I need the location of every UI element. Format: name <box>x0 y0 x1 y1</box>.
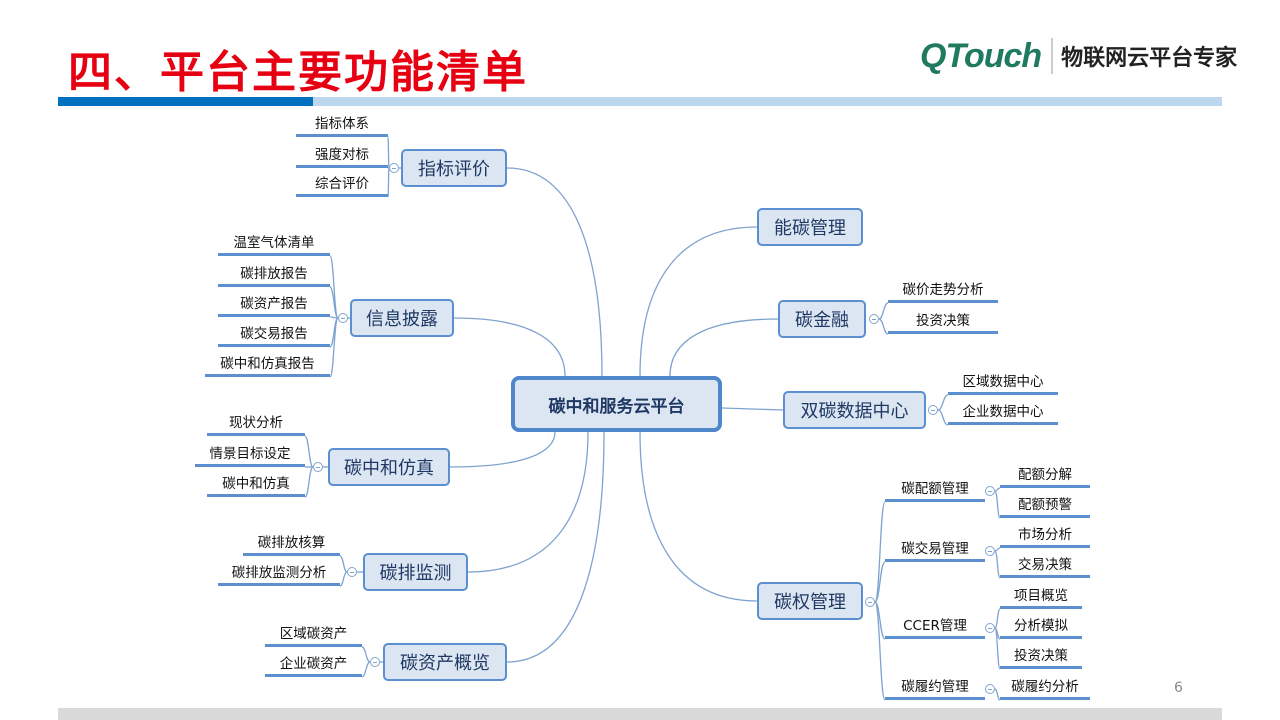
leaf-node[interactable]: 分析模拟 <box>1000 617 1082 639</box>
leaf-node[interactable]: 企业碳资产 <box>265 655 362 677</box>
leaf-node[interactable]: 碳排放报告 <box>218 265 330 287</box>
branch-node[interactable]: 指标评价 <box>401 149 507 187</box>
leaf-node[interactable]: 碳排放监测分析 <box>218 564 340 586</box>
leaf-node[interactable]: 碳履约管理 <box>885 678 985 700</box>
leaf-node[interactable]: 碳价走势分析 <box>888 281 998 303</box>
leaf-connector <box>878 318 889 335</box>
branch-connector <box>721 407 784 411</box>
leaf-connector <box>387 167 390 198</box>
leaf-connector <box>994 550 1001 579</box>
leaf-connector <box>994 608 1001 629</box>
leaf-connector <box>304 435 314 468</box>
leaf-connector <box>937 409 949 426</box>
leaf-connector <box>937 394 949 411</box>
logo-divider <box>1051 38 1054 74</box>
branch-connector <box>669 318 779 377</box>
header-divider-bar <box>313 97 1222 106</box>
leaf-node[interactable]: 区域碳资产 <box>265 625 362 647</box>
branch-node[interactable]: 碳中和仿真 <box>328 448 450 486</box>
leaf-connector <box>994 547 1001 552</box>
leaf-node[interactable]: 现状分析 <box>207 414 305 436</box>
leaf-connector <box>329 255 339 319</box>
branch-connector <box>506 167 603 377</box>
leaf-connector <box>994 487 1001 492</box>
collapse-toggle-icon[interactable] <box>338 313 348 323</box>
branch-connector <box>639 226 758 377</box>
leaf-connector <box>387 136 390 169</box>
footer-bar <box>58 708 1222 720</box>
leaf-connector <box>361 661 371 678</box>
company-logo: QTouch 物联网云平台专家 <box>920 36 1237 76</box>
leaf-node[interactable]: 强度对标 <box>296 146 388 168</box>
collapse-toggle-icon[interactable] <box>865 597 875 607</box>
leaf-node[interactable]: 情景目标设定 <box>195 445 305 467</box>
branch-connector <box>449 431 556 468</box>
leaf-node[interactable]: 区域数据中心 <box>948 373 1058 395</box>
leaf-connector <box>304 466 314 498</box>
leaf-connector <box>339 555 348 573</box>
branch-node[interactable]: 碳金融 <box>778 300 866 338</box>
leaf-node[interactable]: 碳交易报告 <box>218 325 330 347</box>
leaf-node[interactable]: 指标体系 <box>296 115 388 137</box>
leaf-node[interactable]: 配额预警 <box>1000 496 1090 518</box>
leaf-node[interactable]: 企业数据中心 <box>948 403 1058 425</box>
leaf-node[interactable]: 碳中和仿真报告 <box>205 355 330 377</box>
collapse-toggle-icon[interactable] <box>370 657 380 667</box>
leaf-node[interactable]: 配额分解 <box>1000 466 1090 488</box>
branch-node[interactable]: 信息披露 <box>350 299 454 337</box>
branch-connector <box>639 431 758 602</box>
collapse-toggle-icon[interactable] <box>928 405 938 415</box>
leaf-node[interactable]: 温室气体清单 <box>218 234 330 256</box>
group-connector <box>874 601 886 701</box>
leaf-node[interactable]: 碳履约分析 <box>1000 678 1090 700</box>
leaf-node[interactable]: 投资决策 <box>888 312 998 334</box>
branch-connector <box>506 431 605 663</box>
branch-connector <box>467 431 589 573</box>
branch-node[interactable]: 碳资产概览 <box>383 643 507 681</box>
leaf-connector <box>994 688 1001 701</box>
leaf-connector <box>361 646 371 663</box>
leaf-node[interactable]: 交易决策 <box>1000 556 1090 578</box>
collapse-toggle-icon[interactable] <box>985 623 995 633</box>
branch-node[interactable]: 碳排监测 <box>363 553 468 591</box>
leaf-connector <box>994 627 1001 670</box>
leaf-connector <box>329 286 339 319</box>
group-connector <box>874 561 886 603</box>
header-accent-bar <box>58 97 313 106</box>
page-title: 四、平台主要功能清单 <box>68 47 528 98</box>
leaf-node[interactable]: 市场分析 <box>1000 526 1090 548</box>
collapse-toggle-icon[interactable] <box>389 163 399 173</box>
leaf-node[interactable]: 碳排放核算 <box>243 534 340 556</box>
collapse-toggle-icon[interactable] <box>985 546 995 556</box>
center-node[interactable]: 碳中和服务云平台 <box>511 376 722 432</box>
logo-tagline: 物联网云平台专家 <box>1061 46 1238 71</box>
leaf-connector <box>878 302 889 320</box>
collapse-toggle-icon[interactable] <box>985 486 995 496</box>
branch-node[interactable]: 能碳管理 <box>757 208 863 246</box>
leaf-connector <box>339 571 348 587</box>
logo-brand: QTouch <box>920 36 1042 75</box>
leaf-node[interactable]: 碳资产报告 <box>218 295 330 317</box>
leaf-node[interactable]: 综合评价 <box>296 175 388 197</box>
branch-node[interactable]: 双碳数据中心 <box>783 391 926 429</box>
leaf-node[interactable]: 碳中和仿真 <box>207 475 305 497</box>
leaf-node[interactable]: 碳交易管理 <box>885 540 985 562</box>
page-number: 6 <box>1174 680 1183 696</box>
leaf-node[interactable]: 投资决策 <box>1000 647 1082 669</box>
leaf-node[interactable]: 碳配额管理 <box>885 480 985 502</box>
branch-node[interactable]: 碳权管理 <box>757 582 863 620</box>
leaf-connector <box>994 490 1001 519</box>
collapse-toggle-icon[interactable] <box>985 684 995 694</box>
collapse-toggle-icon[interactable] <box>347 567 357 577</box>
branch-connector <box>453 317 566 377</box>
leaf-connector <box>329 317 339 378</box>
collapse-toggle-icon[interactable] <box>869 314 879 324</box>
leaf-node[interactable]: CCER管理 <box>885 617 985 639</box>
leaf-node[interactable]: 项目概览 <box>1000 587 1082 609</box>
collapse-toggle-icon[interactable] <box>313 462 323 472</box>
group-connector <box>874 501 886 603</box>
